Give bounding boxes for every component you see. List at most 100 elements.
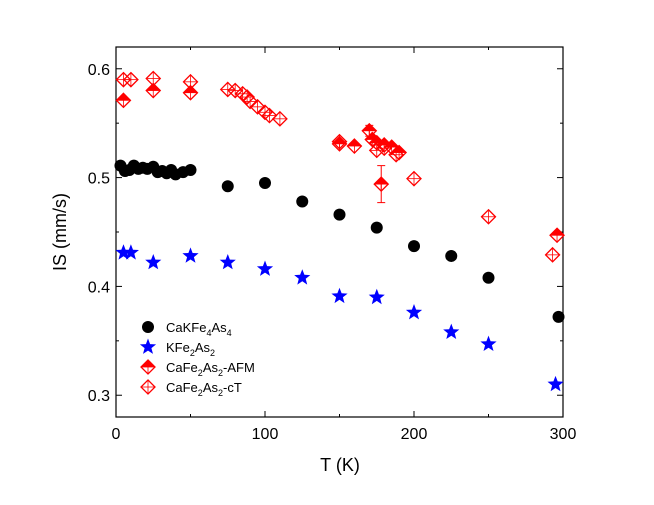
- data-point: [145, 254, 162, 270]
- data-point: [182, 73, 199, 90]
- legend-subscript: 4: [206, 328, 211, 338]
- data-point: [405, 304, 423, 320]
- data-point: [482, 271, 495, 284]
- star-marker: [219, 254, 236, 270]
- data-point: [115, 92, 132, 109]
- circle-marker: [370, 221, 383, 234]
- data-point: [331, 133, 348, 150]
- circle-marker: [408, 240, 420, 253]
- y-tick-label: 0.6: [88, 62, 110, 79]
- circle-marker: [445, 249, 458, 262]
- star-marker: [145, 254, 162, 270]
- circle-marker: [296, 195, 309, 208]
- series-CaFe2As2-cT: [115, 70, 561, 263]
- star-marker: [256, 260, 274, 276]
- data-point: [182, 247, 199, 263]
- series-CaKFe4As4: [114, 159, 565, 323]
- circle-marker: [259, 177, 271, 190]
- x-tick-label: 200: [401, 426, 428, 443]
- data-point: [221, 180, 234, 193]
- legend-subscript: 2: [218, 388, 223, 398]
- data-point: [122, 244, 139, 260]
- legend-label: CaFe2As2-AFM: [166, 360, 255, 378]
- data-point: [445, 249, 458, 262]
- series-KFe2As2: [115, 244, 564, 392]
- data-point: [294, 269, 311, 285]
- x-tick-label: 0: [112, 426, 121, 443]
- x-tick-label: 100: [252, 426, 279, 443]
- star-marker: [368, 288, 385, 305]
- legend-marker: [140, 359, 156, 375]
- legend-text: KFe: [166, 340, 190, 355]
- legend-text: -AFM: [223, 360, 255, 375]
- legend-text: As: [211, 320, 227, 335]
- y-tick-label: 0.5: [88, 171, 110, 188]
- legend-marker: [142, 321, 154, 333]
- legend-subscript: 4: [227, 328, 232, 338]
- circle-marker: [221, 180, 234, 193]
- legend-subscript: 2: [218, 368, 223, 378]
- data-point: [256, 260, 274, 276]
- data-point: [333, 208, 346, 221]
- y-tick-label: 0.3: [88, 388, 110, 405]
- circle-marker: [184, 163, 197, 176]
- star-marker: [331, 287, 348, 304]
- data-point: [408, 240, 420, 253]
- data-point: [346, 138, 363, 154]
- data-point: [552, 310, 565, 323]
- data-point: [480, 208, 497, 225]
- data-point: [261, 107, 278, 124]
- data-point: [388, 146, 405, 163]
- y-axis-label: IS (mm/s): [50, 193, 70, 271]
- data-point: [227, 82, 244, 99]
- star-marker: [443, 323, 460, 339]
- legend-marker: [139, 338, 157, 354]
- legend-text: -cT: [223, 380, 242, 395]
- star-marker: [122, 244, 139, 260]
- legend-subscript: 2: [198, 388, 203, 398]
- data-point: [370, 221, 383, 234]
- circle-marker: [333, 208, 346, 221]
- data-point: [443, 323, 460, 339]
- star-marker: [405, 304, 423, 320]
- legend-text: CaKFe: [166, 320, 206, 335]
- data-point: [480, 335, 497, 351]
- data-point: [547, 375, 564, 392]
- data-point: [115, 244, 132, 260]
- data-point: [296, 195, 309, 208]
- legend-label: KFe2As2: [166, 340, 215, 358]
- legend-text: As: [203, 360, 219, 375]
- data-point: [122, 71, 139, 88]
- legend-subscript: 2: [210, 348, 215, 358]
- data-point: [368, 288, 385, 305]
- legend-subscript: 2: [198, 368, 203, 378]
- star-marker: [480, 335, 497, 351]
- data-point: [331, 287, 348, 304]
- data-point: [391, 144, 408, 161]
- legend-label: CaFe2As2-cT: [166, 380, 242, 398]
- data-point: [259, 177, 271, 190]
- star-marker: [139, 338, 157, 354]
- star-marker: [547, 375, 564, 392]
- x-axis-label: T (K): [320, 455, 360, 475]
- data-point: [544, 246, 561, 263]
- circle-marker: [482, 271, 495, 284]
- data-point: [249, 98, 266, 115]
- legend-text: As: [195, 340, 211, 355]
- data-point: [219, 254, 236, 270]
- legend-text: CaFe: [166, 360, 198, 375]
- data-point: [184, 163, 197, 176]
- circle-marker: [142, 321, 154, 333]
- x-tick-label: 300: [550, 426, 577, 443]
- y-tick-label: 0.4: [88, 279, 110, 296]
- legend-marker: [140, 379, 156, 395]
- star-marker: [182, 247, 199, 263]
- circle-marker: [552, 310, 565, 323]
- star-marker: [115, 244, 132, 260]
- data-point: [376, 140, 393, 157]
- data-point: [271, 110, 288, 127]
- legend-text: CaFe: [166, 380, 198, 395]
- data-point: [549, 227, 565, 244]
